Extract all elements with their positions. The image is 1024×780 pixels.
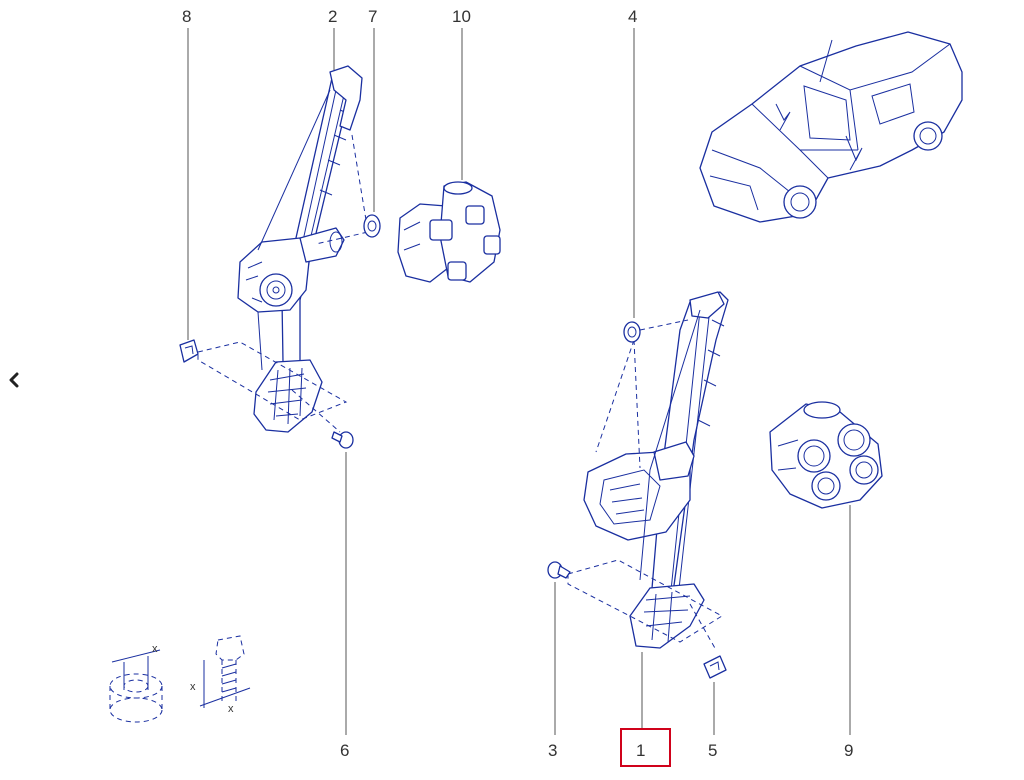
- screw-part-6[interactable]: [331, 431, 354, 449]
- car-illustration: [699, 31, 963, 223]
- callout-3[interactable]: 3: [548, 582, 557, 760]
- callout-6-label: 6: [340, 741, 349, 760]
- callout-9-label: 9: [844, 741, 853, 760]
- grommet-part-10[interactable]: [397, 181, 501, 283]
- bolt-diameter-label: x: [228, 703, 234, 715]
- callout-4-label: 4: [628, 7, 637, 26]
- nut-part-4[interactable]: [623, 321, 641, 343]
- grommet-part-9[interactable]: [769, 401, 883, 509]
- screw-part-3[interactable]: [547, 561, 571, 579]
- callout-10[interactable]: 10: [452, 7, 471, 180]
- callout-10-label: 10: [452, 7, 471, 26]
- callout-5-label: 5: [708, 741, 717, 760]
- callout-1[interactable]: 1: [620, 652, 671, 767]
- nut-dim-label: x: [152, 643, 158, 655]
- callout-1-highlight: [620, 728, 671, 767]
- dimension-legend: x x x: [109, 635, 251, 723]
- chevron-left-icon: [9, 372, 19, 388]
- callout-6[interactable]: 6: [340, 452, 349, 760]
- clip-part-5[interactable]: [703, 655, 727, 679]
- callout-3-label: 3: [548, 741, 557, 760]
- window-regulator-right[interactable]: [583, 291, 729, 649]
- callout-9[interactable]: 9: [844, 505, 853, 760]
- callout-8[interactable]: 8: [182, 7, 191, 340]
- window-regulator-left[interactable]: [237, 65, 363, 433]
- bolt-length-label: x: [190, 681, 196, 693]
- nut-part-7[interactable]: [363, 214, 381, 238]
- callout-2-label: 2: [328, 7, 337, 26]
- callout-7-label: 7: [368, 7, 377, 26]
- callout-7[interactable]: 7: [368, 7, 377, 212]
- callout-1-label: 1: [636, 741, 645, 760]
- callout-4[interactable]: 4: [628, 7, 637, 318]
- previous-button[interactable]: [2, 362, 26, 398]
- callout-8-label: 8: [182, 7, 191, 26]
- clip-part-8[interactable]: [179, 339, 199, 363]
- callout-2[interactable]: 2: [328, 7, 337, 70]
- callout-5[interactable]: 5: [708, 682, 717, 760]
